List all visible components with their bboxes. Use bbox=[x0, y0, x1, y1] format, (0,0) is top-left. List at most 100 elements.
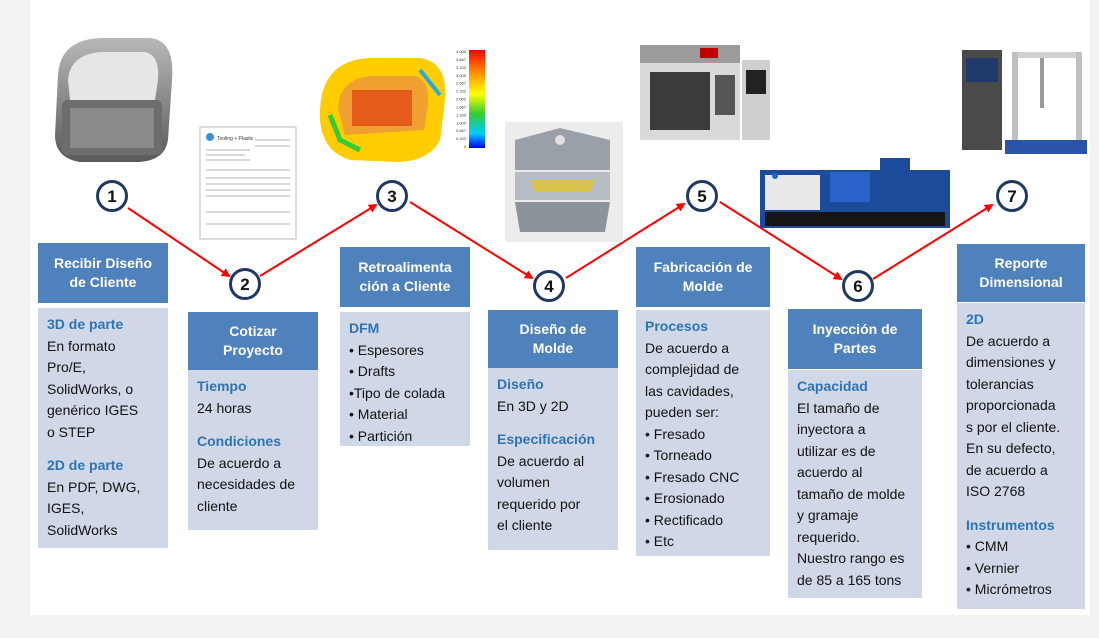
detail-line: De acuerdo a bbox=[966, 332, 1051, 349]
colorbar-tick-label: 3.333 bbox=[456, 65, 467, 70]
section-heading: Especificación bbox=[497, 431, 596, 447]
arrow-6-7 bbox=[872, 203, 994, 280]
arrow-3-4 bbox=[409, 201, 534, 280]
detail-line: y gramaje bbox=[797, 507, 859, 523]
arrow-2-3 bbox=[259, 203, 378, 277]
step-5-title: Fabricación de Molde bbox=[636, 247, 770, 307]
colorbar-tick-label: 2.667 bbox=[456, 81, 467, 86]
detail-line: • Vernier bbox=[966, 559, 1020, 576]
detail-line: • Partición bbox=[349, 427, 413, 444]
detail-line: En su defecto, bbox=[966, 440, 1056, 456]
colorbar-tick-label: 4.000 bbox=[456, 49, 467, 54]
detail-line: tolerancias bbox=[966, 375, 1034, 392]
step-number-3: 3 bbox=[376, 180, 408, 212]
detail-line: • Erosionado bbox=[645, 490, 725, 506]
cnc-machine-image bbox=[640, 45, 770, 140]
section-heading: 2D bbox=[966, 311, 984, 327]
step-number-2: 2 bbox=[229, 268, 261, 300]
step-number-1: 1 bbox=[96, 180, 128, 212]
detail-line: • Torneado bbox=[645, 447, 712, 463]
colorbar-tick-label: 2.000 bbox=[456, 97, 467, 102]
detail-line: El tamaño de bbox=[797, 399, 880, 416]
step-number-7: 7 bbox=[996, 180, 1028, 212]
step-number-6: 6 bbox=[842, 270, 874, 302]
detail-line: De acuerdo a bbox=[645, 339, 730, 356]
step-3-details: DFM• Espesores• Drafts•Tipo de colada• M… bbox=[340, 312, 470, 446]
detail-line: dimensiones y bbox=[966, 354, 1056, 370]
section-heading: Diseño bbox=[497, 376, 544, 392]
colorbar-tick-label: 0 bbox=[464, 144, 467, 149]
detail-line: • Espesores bbox=[349, 341, 424, 358]
step-number-4: 4 bbox=[533, 270, 565, 302]
colorbar-tick-label: 0.333 bbox=[456, 136, 467, 141]
detail-line: De acuerdo al bbox=[497, 452, 585, 469]
detail-line: inyectora a bbox=[797, 421, 866, 437]
step-4-details: Diseño En 3D y 2D Especificación De acuerdo… bbox=[488, 368, 618, 550]
dfm-analysis-image: 4.000 3.667 3.333 3.000 2.667 2.333 2.000 1.667… bbox=[319, 49, 485, 162]
step-3-title: Retroalimenta ción a Cliente bbox=[340, 247, 470, 307]
detail-line: cliente bbox=[197, 497, 238, 514]
section-heading: DFM bbox=[349, 320, 380, 336]
detail-line: o STEP bbox=[47, 423, 96, 440]
detail-line: • Fresado CNC bbox=[645, 468, 740, 485]
step-6-title: Inyección de Partes bbox=[788, 309, 922, 369]
detail-line: En 3D y 2D bbox=[497, 397, 569, 414]
detail-line: • Micrómetros bbox=[966, 581, 1052, 597]
arrow-4-5 bbox=[565, 202, 686, 279]
section-heading: Procesos bbox=[645, 318, 709, 334]
detail-line: de acuerdo a bbox=[966, 461, 1048, 478]
plastic-part-image bbox=[55, 38, 173, 162]
section-heading: 3D de parte bbox=[47, 316, 124, 332]
detail-line: • CMM bbox=[966, 538, 1009, 554]
detail-line: pueden ser: bbox=[645, 404, 719, 420]
detail-line: complejidad de bbox=[645, 361, 740, 377]
detail-line: • Etc bbox=[645, 533, 675, 549]
detail-line: Nuestro rango es bbox=[797, 550, 905, 566]
step-7-title: Reporte Dimensional bbox=[957, 244, 1085, 302]
colorbar-tick-label: 0.667 bbox=[456, 128, 467, 133]
step-1-title: Recibir Diseño de Cliente bbox=[38, 243, 168, 303]
detail-line: De acuerdo a bbox=[197, 454, 282, 471]
detail-line: acuerdo al bbox=[797, 464, 863, 480]
colorbar bbox=[469, 50, 485, 148]
step-7-details: 2D De acuerdo a dimensiones y tolerancias pr… bbox=[957, 303, 1085, 609]
detail-line: En PDF, DWG, bbox=[47, 478, 141, 495]
section-heading: 2D de parte bbox=[47, 457, 124, 473]
detail-line: tamaño de molde bbox=[797, 485, 906, 502]
arrow-1-2 bbox=[127, 207, 231, 278]
section-heading: Capacidad bbox=[797, 378, 868, 394]
colorbar-tick-label: 3.000 bbox=[456, 73, 467, 78]
detail-line: ISO 2768 bbox=[966, 483, 1026, 499]
colorbar-tick-label: 3.667 bbox=[456, 57, 467, 62]
section-heading: Condiciones bbox=[197, 433, 282, 449]
detail-line: de 85 a 165 tons bbox=[797, 571, 902, 588]
section-heading: Tiempo bbox=[197, 378, 247, 394]
detail-line: •Tipo de colada bbox=[349, 384, 446, 401]
detail-line: IGES, bbox=[47, 500, 85, 516]
colorbar-tick-label: 1.333 bbox=[456, 112, 467, 117]
detail-line: • Material bbox=[349, 406, 408, 422]
cmm-machine-image bbox=[962, 50, 1087, 154]
detail-line: • Rectificado bbox=[645, 511, 724, 528]
detail-line: requerido. bbox=[797, 528, 861, 545]
colorbar-ticks: 4.000 3.667 3.333 3.000 2.667 2.333 2.000 1.667… bbox=[456, 49, 467, 149]
injection-machine-image bbox=[760, 158, 950, 228]
flow-arrows bbox=[127, 201, 994, 281]
mold-assembly-image bbox=[505, 122, 623, 242]
detail-line: s por el cliente. bbox=[966, 418, 1061, 435]
colorbar-tick-label: 2.333 bbox=[456, 89, 467, 94]
detail-line: proporcionada bbox=[966, 397, 1056, 413]
colorbar-tick-label: 1.667 bbox=[456, 104, 467, 109]
step-4-title: Diseño de Molde bbox=[488, 310, 618, 368]
step-number-5: 5 bbox=[686, 180, 718, 212]
colorbar-tick-label: 1.000 bbox=[456, 120, 467, 125]
detail-line: 24 horas bbox=[197, 399, 252, 416]
arrow-5-6 bbox=[719, 201, 843, 281]
detail-line: SolidWorks bbox=[47, 521, 118, 538]
quote-document-image: Tooling + Plastic bbox=[199, 126, 297, 240]
quote-doc-company: Tooling + Plastic bbox=[217, 136, 254, 142]
